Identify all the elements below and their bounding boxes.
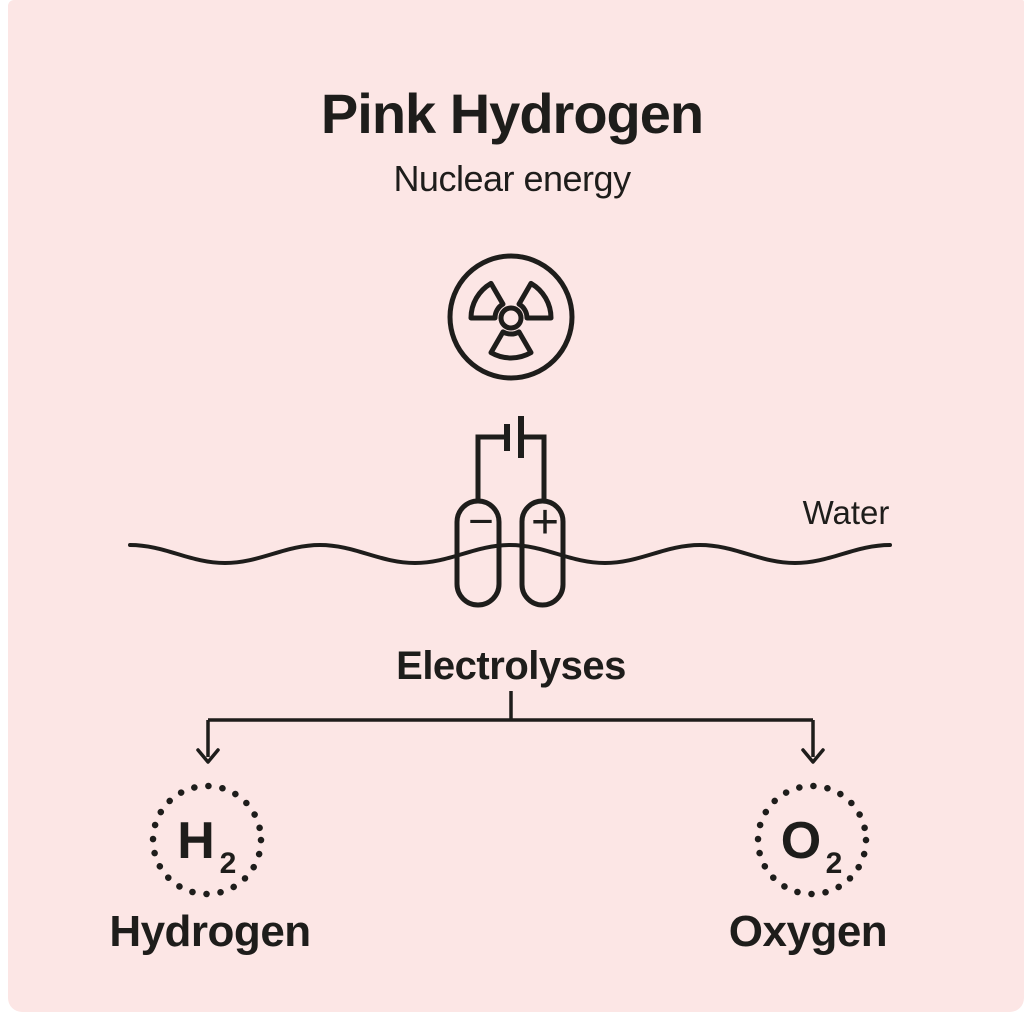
hydrogen-label: Hydrogen bbox=[109, 907, 310, 956]
water-line bbox=[128, 542, 892, 566]
o2-formula-subscript: 2 bbox=[826, 847, 843, 880]
output-hydrogen: H 2 Hydrogen bbox=[109, 782, 311, 956]
radiation-icon-hub bbox=[498, 305, 524, 331]
h2-formula-subscript: 2 bbox=[220, 847, 237, 880]
oxygen-label: Oxygen bbox=[729, 907, 887, 956]
electrode-positive-sign: + bbox=[531, 496, 559, 549]
water-label: Water bbox=[803, 494, 890, 531]
wire-left bbox=[475, 434, 506, 502]
radiation-blade-bottom bbox=[488, 329, 534, 361]
h2-dotted-circle bbox=[149, 782, 265, 898]
o2-dotted-circle bbox=[754, 782, 870, 898]
h2-formula: H bbox=[177, 812, 215, 870]
process-label: Electrolyses bbox=[396, 644, 626, 688]
page-subtitle: Nuclear energy bbox=[393, 158, 631, 199]
electrode-negative bbox=[454, 498, 502, 608]
branch-connector bbox=[196, 691, 825, 764]
radiation-blade-top-right bbox=[516, 280, 554, 321]
battery-icon bbox=[475, 416, 547, 502]
radiation-icon bbox=[447, 253, 575, 381]
branch-lines bbox=[206, 691, 815, 757]
electrode-positive bbox=[519, 498, 566, 608]
arrow-down-left bbox=[196, 748, 220, 764]
output-oxygen: O 2 Oxygen bbox=[729, 782, 888, 956]
o2-formula: O bbox=[781, 812, 821, 870]
page-title: Pink Hydrogen bbox=[321, 82, 703, 145]
electrodes: − + bbox=[454, 496, 566, 608]
wire-right bbox=[521, 434, 547, 502]
electrode-negative-sign: − bbox=[468, 497, 494, 546]
radiation-blade-top-left bbox=[468, 280, 506, 321]
radiation-icon-ring bbox=[447, 253, 575, 381]
arrow-down-right bbox=[801, 748, 825, 764]
pink-background bbox=[8, 0, 1024, 1012]
